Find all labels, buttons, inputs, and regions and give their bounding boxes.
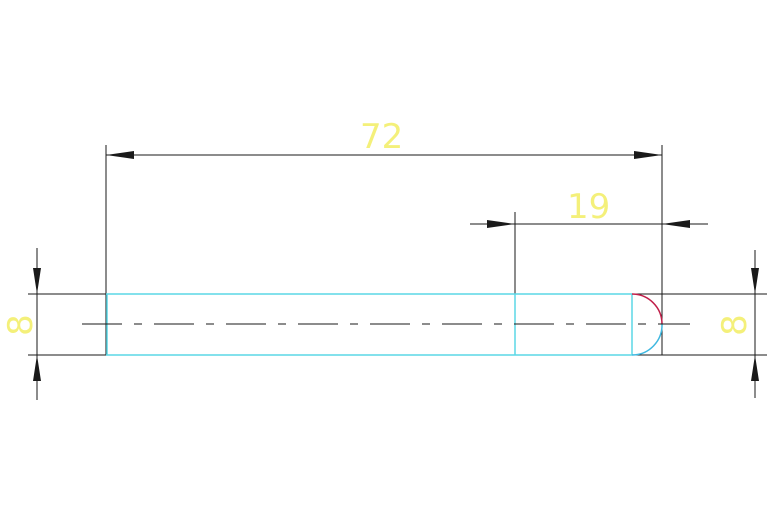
dimension-text-tip: 19: [567, 187, 610, 227]
arrow-tip-left: [487, 220, 515, 228]
dimension-text-diameter-right: 8: [715, 314, 755, 336]
dimension-text-overall: 72: [360, 117, 403, 157]
arrow-tip-right: [662, 220, 690, 228]
arrow-diameter-left-top: [33, 268, 41, 294]
tip-arc-lower: [631, 323, 663, 356]
arrow-overall-left: [106, 151, 134, 159]
arrow-overall-right: [634, 151, 662, 159]
arrow-diameter-right-top: [751, 268, 759, 294]
tip-arc-upper: [631, 293, 663, 325]
arrow-diameter-right-bottom: [751, 355, 759, 381]
dimension-text-diameter-left: 8: [1, 314, 41, 336]
arrow-diameter-left-bottom: [33, 355, 41, 381]
